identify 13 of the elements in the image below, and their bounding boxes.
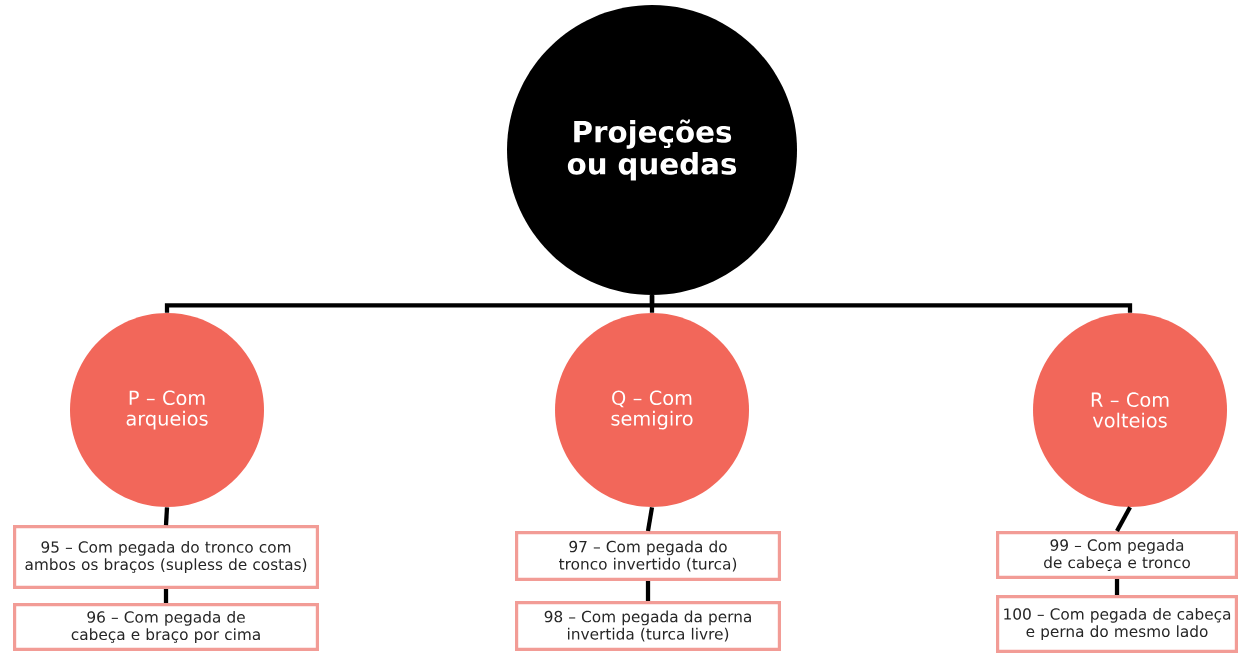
item-box: 97 – Com pegada do tronco invertido (turca) [515, 531, 781, 581]
item-box: 96 – Com pegada de cabeça e braço por cima [13, 603, 319, 651]
item-box: 98 – Com pegada da perna invertida (turca livre) [515, 601, 781, 651]
connector-line [649, 295, 1133, 313]
connector-line [163, 507, 170, 526]
connector-line [1115, 506, 1132, 533]
connector-line [645, 581, 651, 601]
item-box: 100 – Com pegada de cabeça e perna do mesmo lado [996, 595, 1238, 653]
item-box: 95 – Com pegada do tronco com ambos os braços (supless de costas) [13, 525, 319, 589]
connector-line [645, 506, 655, 532]
connector-line [163, 589, 169, 603]
item-box: 99 – Com pegada de cabeça e tronco [996, 531, 1238, 579]
connector-line [1114, 579, 1120, 595]
